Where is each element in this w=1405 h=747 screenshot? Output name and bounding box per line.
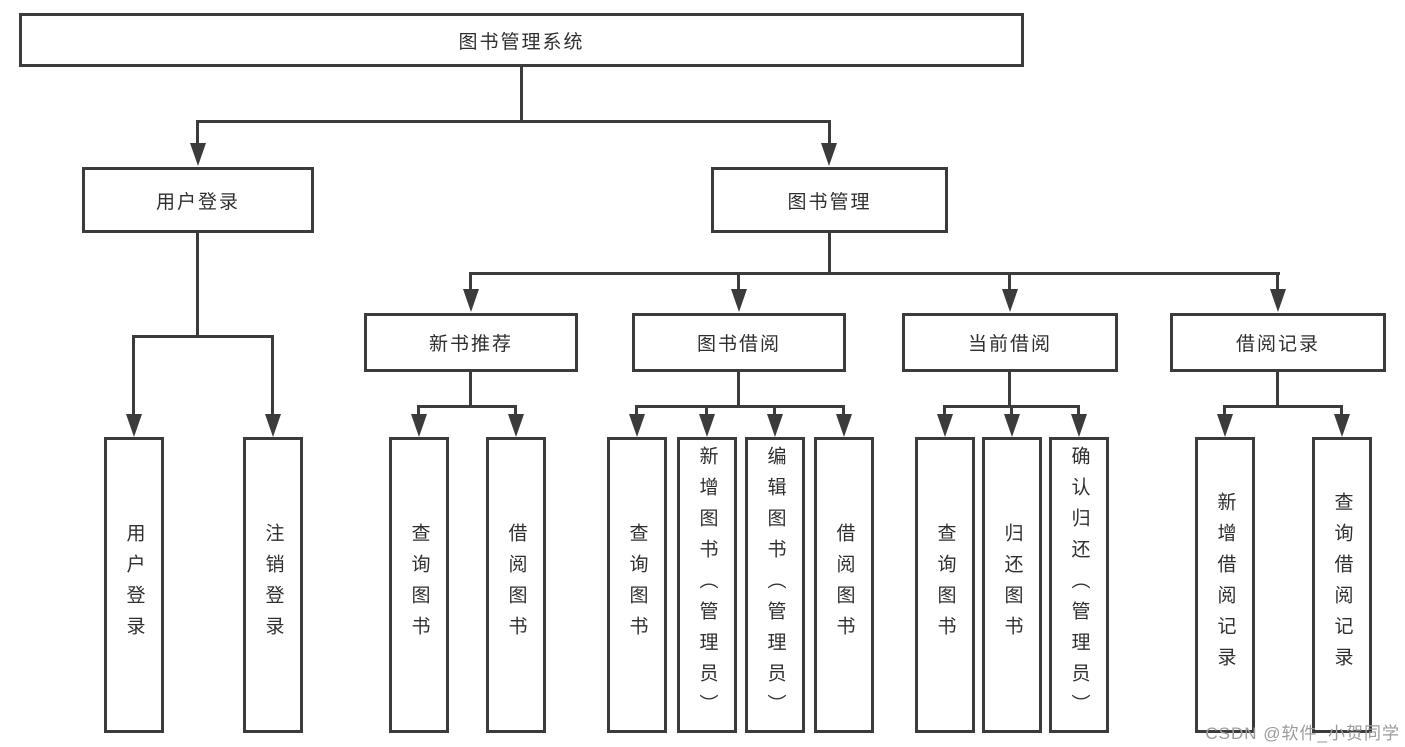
connector-line [520,67,523,120]
leaf-current-confirm-admin: 确认归还（管理员） [1049,437,1109,733]
node-user-login: 用户登录 [82,167,314,233]
arrowhead-down [629,414,645,437]
connector-line [1276,372,1279,405]
leaf-user-login-logout: 注销登录 [243,437,303,733]
connector-line [196,120,199,146]
connector-line [705,405,708,415]
connector-line [132,335,135,415]
node-book-mgmt: 图书管理 [711,167,948,233]
leaf-new-book-query: 查询图书 [389,437,449,733]
leaf-borrow-add-admin: 新增图书（管理员） [677,437,737,733]
arrowhead-down [126,414,142,437]
connector-line [842,405,845,415]
connector-line [469,272,1280,275]
arrowhead-down [463,289,479,312]
arrowhead-down [190,143,206,166]
arrowhead-down [1004,414,1020,437]
node-borrow-record: 借阅记录 [1170,313,1386,372]
arrowhead-down [1002,289,1018,312]
connector-line [737,372,740,405]
connector-line [773,405,776,415]
leaf-borrow-edit-admin: 编辑图书（管理员） [745,437,805,733]
connector-line [1008,372,1011,405]
connector-line [635,405,638,415]
node-new-book-rec: 新书推荐 [364,313,578,372]
connector-line [417,405,517,408]
leaf-borrow-query: 查询图书 [607,437,667,733]
arrowhead-down [411,414,427,437]
leaf-borrow-borrow: 借阅图书 [814,437,874,733]
connector-line [943,405,946,415]
arrowhead-down [265,414,281,437]
arrowhead-down [1334,414,1350,437]
node-current-borrow: 当前借阅 [902,313,1118,372]
arrowhead-down [508,414,524,437]
connector-line [635,405,845,408]
connector-line [1276,272,1279,291]
leaf-record-add: 新增借阅记录 [1195,437,1255,733]
connector-line [1223,405,1226,415]
arrowhead-down [699,414,715,437]
leaf-current-query: 查询图书 [915,437,975,733]
connector-line [196,233,199,335]
leaf-new-book-borrow: 借阅图书 [486,437,546,733]
connector-line [196,120,831,123]
arrowhead-down [1071,414,1087,437]
node-book-borrow: 图书借阅 [632,313,846,372]
arrowhead-down [731,289,747,312]
connector-line [737,272,740,291]
connector-line [514,405,517,415]
leaf-current-return: 归还图书 [982,437,1042,733]
arrowhead-down [821,143,837,166]
connector-line [1008,272,1011,291]
connector-line [828,120,831,146]
connector-line [271,335,274,415]
connector-line [132,335,274,338]
connector-line [1077,405,1080,415]
arrowhead-down [836,414,852,437]
connector-line [1223,405,1343,408]
arrowhead-down [937,414,953,437]
leaf-user-login-login: 用户登录 [104,437,164,733]
connector-line [469,372,472,405]
arrowhead-down [1270,289,1286,312]
arrowhead-down [1217,414,1233,437]
arrowhead-down [767,414,783,437]
node-root: 图书管理系统 [19,13,1024,67]
leaf-record-query: 查询借阅记录 [1312,437,1372,733]
connector-line [828,233,831,272]
connector-line [469,272,472,291]
csdn-watermark: CSDN @软件_小贺同学 [1205,724,1400,743]
connector-line [1340,405,1343,415]
connector-line [1010,405,1013,415]
connector-line [417,405,420,415]
